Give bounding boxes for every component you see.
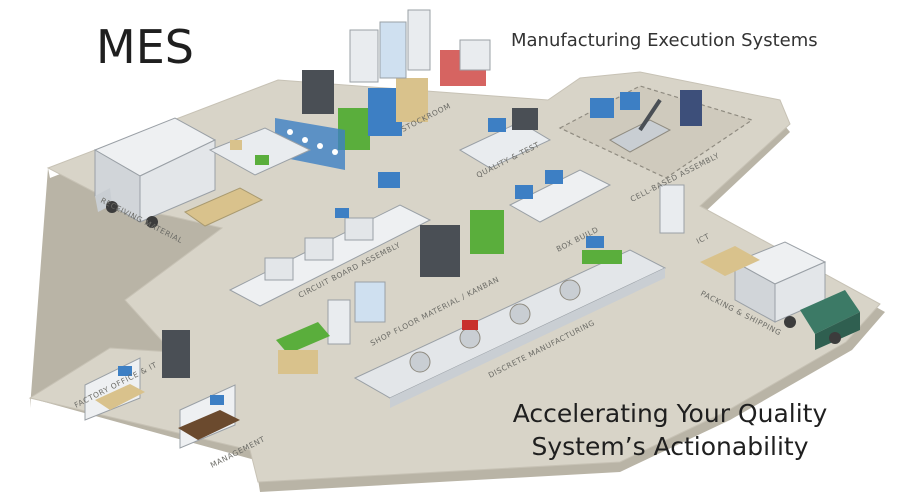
circuit-board-line — [228, 172, 432, 307]
diagram-title: MES — [96, 20, 194, 74]
tagline: Accelerating Your Quality System’s Actio… — [495, 398, 845, 463]
quality-test-station — [458, 108, 552, 169]
receiving-truck — [93, 117, 217, 228]
discrete-manufacturing-line — [353, 236, 667, 408]
diagram-subtitle: Manufacturing Execution Systems — [511, 30, 818, 51]
tagline-line-2: System’s Actionability — [531, 431, 809, 461]
management-office — [178, 384, 240, 449]
receiving-workstations — [183, 127, 312, 227]
tagline-line-1: Accelerating Your Quality — [512, 399, 828, 428]
shop-floor-material — [276, 210, 504, 374]
box-build-station — [508, 169, 685, 234]
cell-assembly-robot — [590, 90, 702, 153]
shipping-truck — [700, 241, 860, 350]
factory-office — [84, 330, 190, 421]
stockroom-racks — [302, 9, 491, 150]
